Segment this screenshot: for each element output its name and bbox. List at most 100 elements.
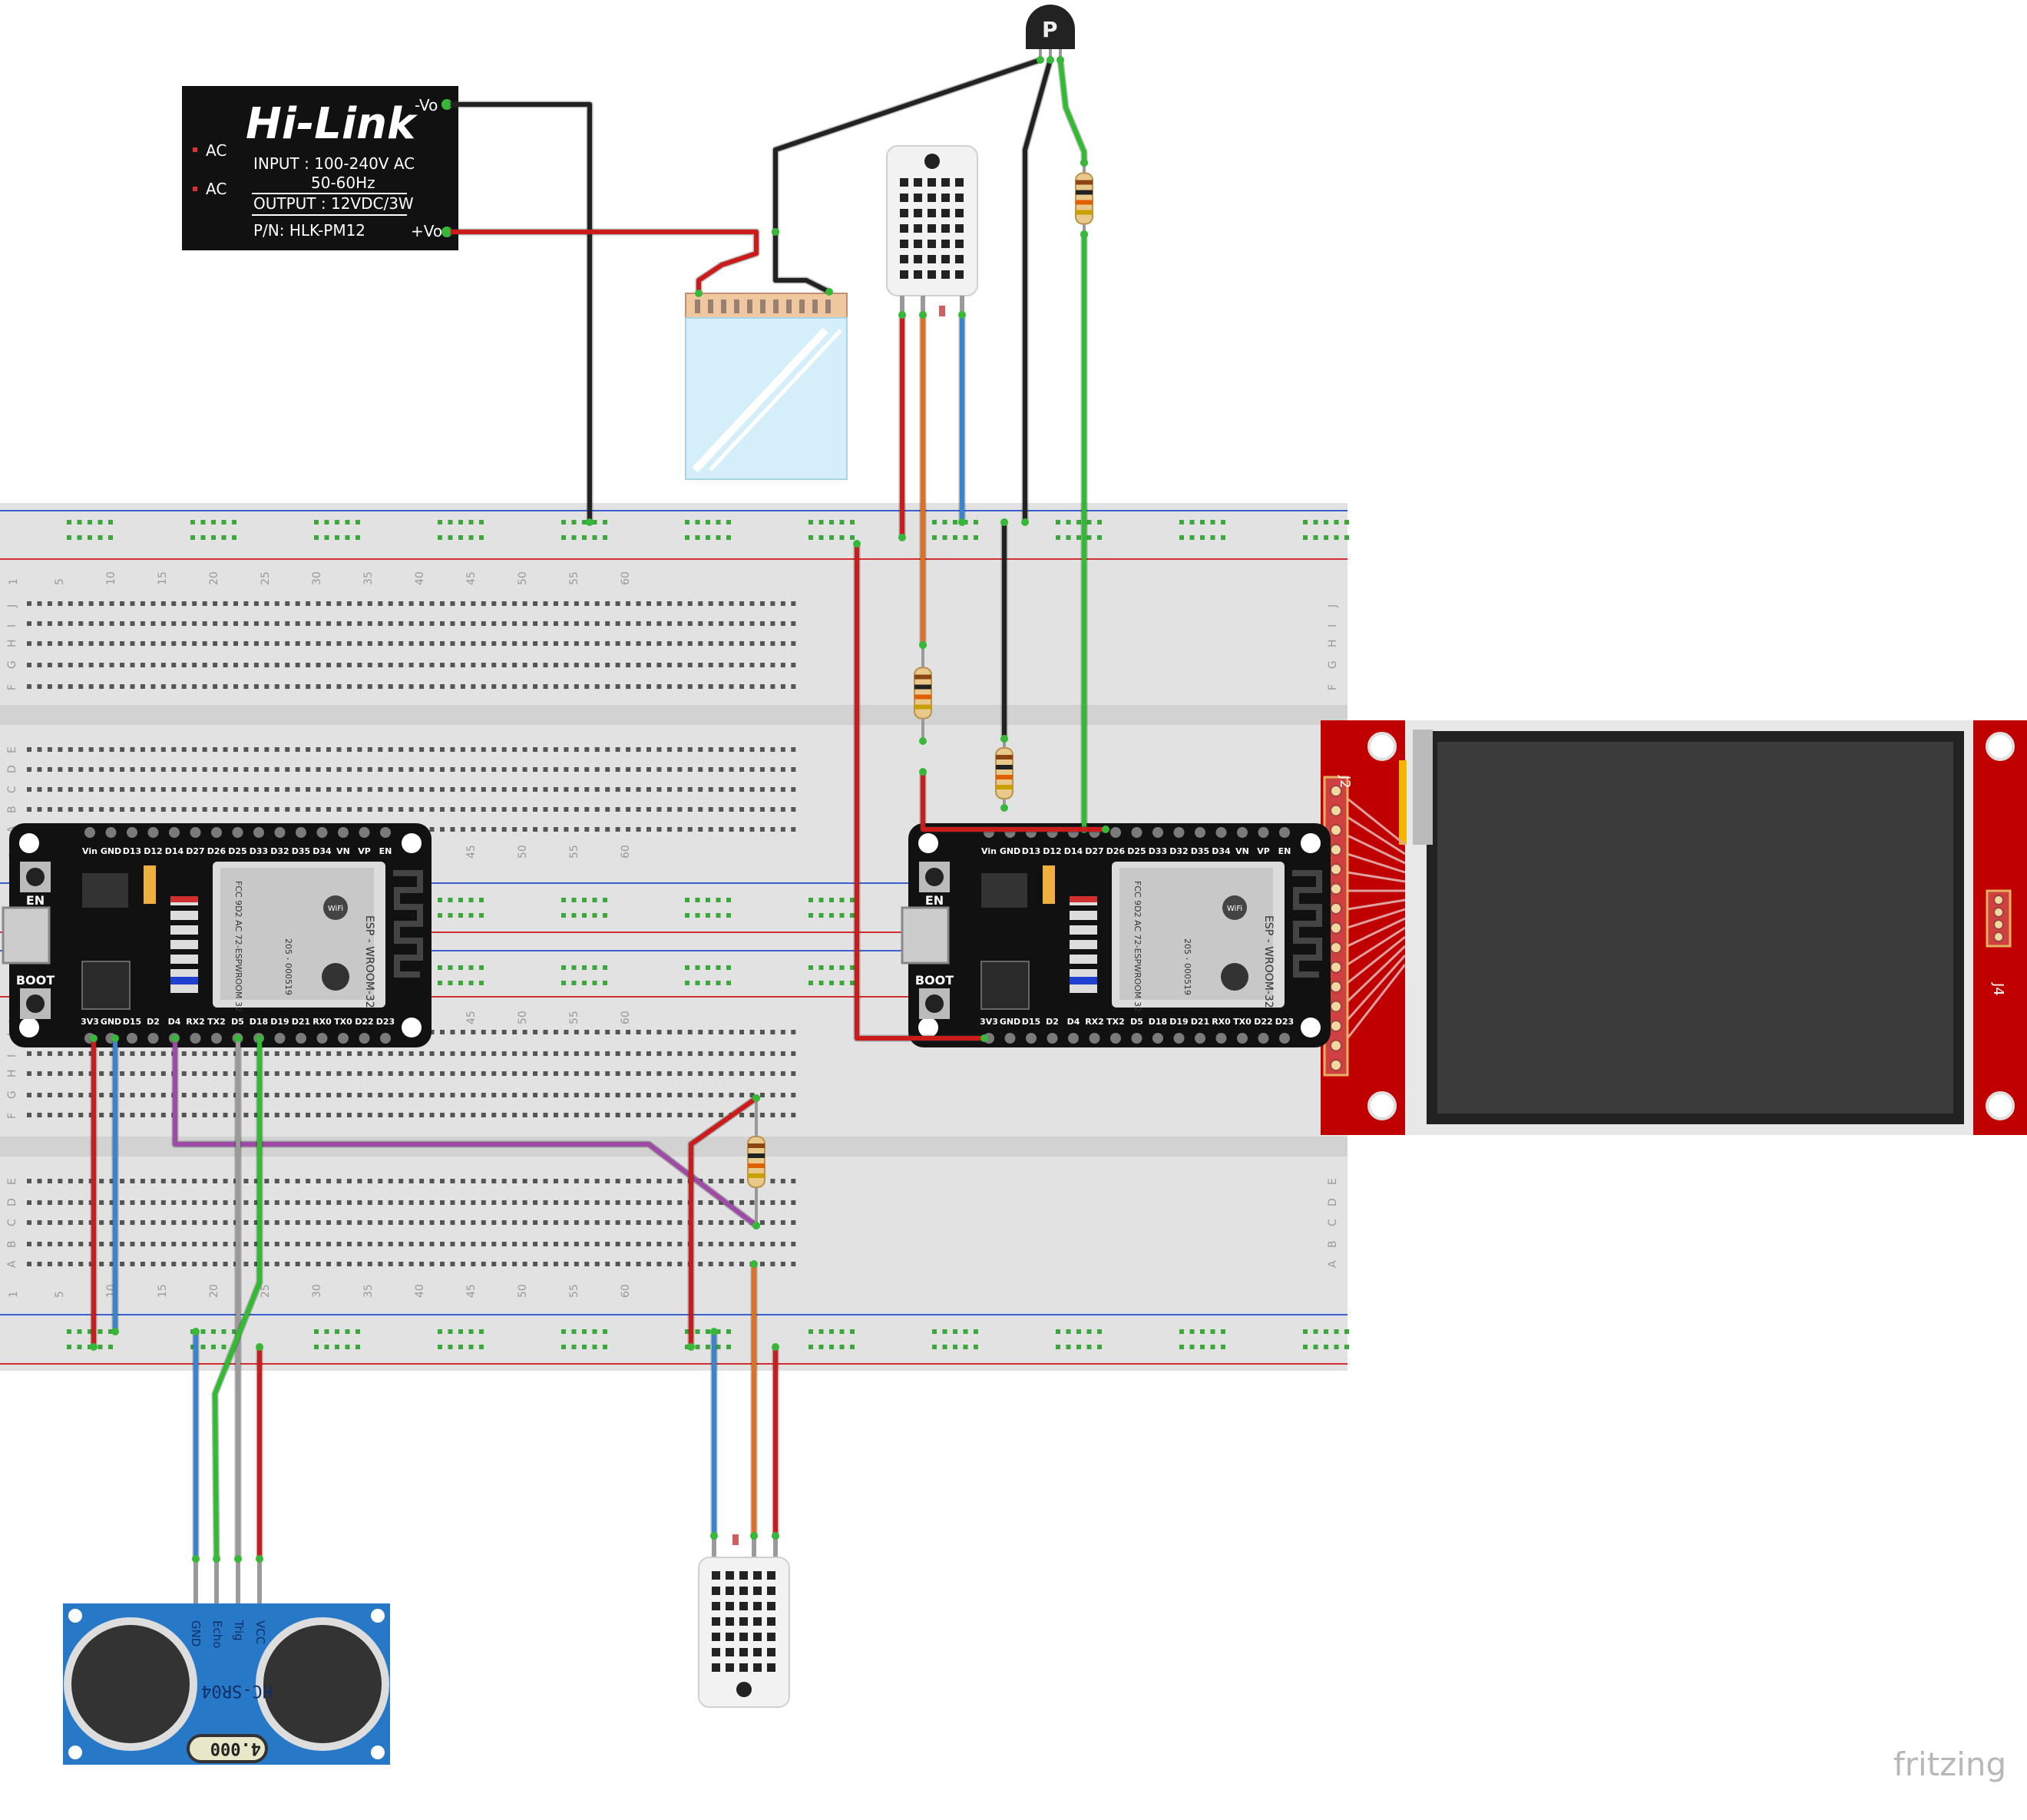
bb-row-letter: I [1327, 624, 1339, 627]
bb-col-number: 45 [465, 1284, 478, 1298]
resistor-dht-bottom-pullup-band [748, 1143, 765, 1148]
dht-grille-slot [739, 1633, 748, 1641]
esp32-boot-label: BOOT [16, 973, 55, 988]
esp32-module-label: ESP - WROOM-32 [363, 915, 375, 1008]
dht-grille-slot [726, 1617, 734, 1626]
lcd-trace [1347, 797, 1406, 846]
dht-grille-slot [767, 1663, 775, 1672]
wire-rail-to-esp-right-3v3 [855, 541, 987, 1041]
esp32-pin-label: D27 [186, 846, 204, 856]
esp32-wifi-logo [1222, 895, 1247, 920]
esp32-board-right: Vin3V3GNDGNDD13D15D12D2D14D4D27RX2D26TX2… [901, 823, 1331, 1047]
lcd-trace [1347, 834, 1406, 865]
esp32-header-pin [1026, 1033, 1037, 1044]
dht-grille-slot [767, 1648, 775, 1656]
bb-col-number: 1 [8, 578, 20, 585]
bb-col-number: 35 [362, 1284, 375, 1298]
lcd-j2-pin [1330, 902, 1342, 915]
bb-col-number: 55 [568, 571, 580, 585]
dht-grille-slot [900, 178, 908, 187]
esp32-pin-label: D21 [292, 1017, 310, 1027]
esp32-pin-label: TX2 [207, 1017, 226, 1027]
esp32-espressif-logo [1221, 963, 1248, 991]
esp32-smd-component [170, 969, 198, 978]
peltier-pad [773, 299, 779, 313]
esp32-pin-label: TX0 [334, 1017, 352, 1027]
esp32-regulator [981, 873, 1027, 908]
dht-grille-slot [914, 270, 922, 279]
bb-col-number: 20 [208, 1284, 220, 1298]
esp32-header-pin [1131, 1033, 1142, 1044]
resistor-dht-top-pullup-band [914, 684, 931, 690]
resistors [747, 159, 1093, 1229]
dht-grille-slot [726, 1648, 734, 1656]
esp32-pin-label: D12 [144, 846, 162, 856]
wires [90, 56, 1109, 1563]
hilink-vo-plus: +Vo [411, 222, 442, 240]
bb-row-letter: G [1327, 660, 1339, 669]
bb-row-letter: D [6, 765, 18, 773]
hilink-ac-pin-2: AC [206, 180, 227, 198]
esp32-pin-label: RX0 [312, 1017, 332, 1027]
dht-grille-slot [955, 209, 964, 217]
esp32-pin-label: D34 [312, 846, 332, 856]
esp32-pin-label: D12 [1043, 846, 1061, 856]
esp32-header-pin [1047, 1033, 1058, 1044]
bb-row-letter: C [6, 786, 18, 793]
dht-grille-slot [900, 270, 908, 279]
esp32-antenna [1292, 870, 1322, 978]
resistor-dht-top-pullup-band [914, 674, 931, 680]
bb-row-letter: E [1327, 1178, 1339, 1185]
bb-col-number: 55 [568, 1011, 580, 1024]
bb-row-letter: J [6, 604, 18, 608]
hilink-vo-minus: -Vo [415, 96, 438, 114]
esp32-smd-component [1070, 925, 1097, 935]
esp32-antenna [393, 870, 423, 978]
bb-row-letter: G [6, 1090, 18, 1099]
bb-row-letter: F [6, 684, 18, 690]
lcd-j2-pin [1330, 1059, 1342, 1071]
esp32-smd-blue [170, 977, 198, 984]
esp32-en-button-cap [26, 868, 45, 886]
esp32-smd-component [170, 984, 198, 993]
resistor-gnd-divider-band [996, 765, 1013, 769]
bb-row-letter: F [6, 1113, 18, 1119]
resistor-dht-bottom-pullup-band [748, 1153, 765, 1158]
esp32-header-pin [1237, 827, 1248, 838]
esp32-header-pin [380, 827, 391, 838]
lcd-j2-pin [1330, 922, 1342, 935]
esp32-header-pin [316, 1033, 328, 1044]
bb-col-number: 40 [414, 1284, 426, 1298]
dht-grille-slot [726, 1587, 734, 1595]
esp32-header-pin [1258, 827, 1269, 838]
dht-grille-slot [767, 1617, 775, 1626]
esp32-header-pin [338, 1033, 349, 1044]
esp32-wifi-label: WiFi [328, 905, 343, 913]
wire-hilink-vo-plus [445, 230, 759, 296]
esp32-pin-label: 3V3 [980, 1017, 998, 1027]
resistor-gnd-divider-band [996, 755, 1013, 759]
resistor-transistor-base-band [1076, 190, 1093, 195]
esp32-header-pin [147, 1033, 159, 1044]
esp32-smd-component [170, 911, 198, 920]
fritzing-watermark: fritzing [1893, 1746, 2006, 1783]
esp32-boot-label: BOOT [915, 973, 954, 988]
esp32-pin-label: D33 [250, 846, 268, 856]
peltier-pad [747, 299, 752, 313]
esp32-module-label: ESP - WROOM-32 [1262, 915, 1275, 1008]
esp32-header-pin [1173, 827, 1185, 838]
bb-col-number: 40 [414, 571, 426, 585]
esp32-pin-label: D25 [1127, 846, 1146, 856]
esp32-pin-label: D32 [270, 846, 289, 856]
hcsr04-pin-label: VCC [253, 1620, 267, 1644]
bb-col-number: 45 [465, 845, 478, 859]
transistor-label: P [1042, 17, 1058, 42]
bb-col-number: 5 [54, 578, 66, 585]
dht-grille-slot [726, 1633, 734, 1641]
bb-row-letter: B [6, 806, 18, 813]
esp32-header-pin [190, 827, 201, 838]
lcd-trace [1346, 945, 1407, 1003]
esp32-pin-label: D21 [1191, 1017, 1209, 1027]
resistor-transistor-base-band [1076, 200, 1093, 205]
bb-col-number: 50 [517, 1284, 529, 1298]
